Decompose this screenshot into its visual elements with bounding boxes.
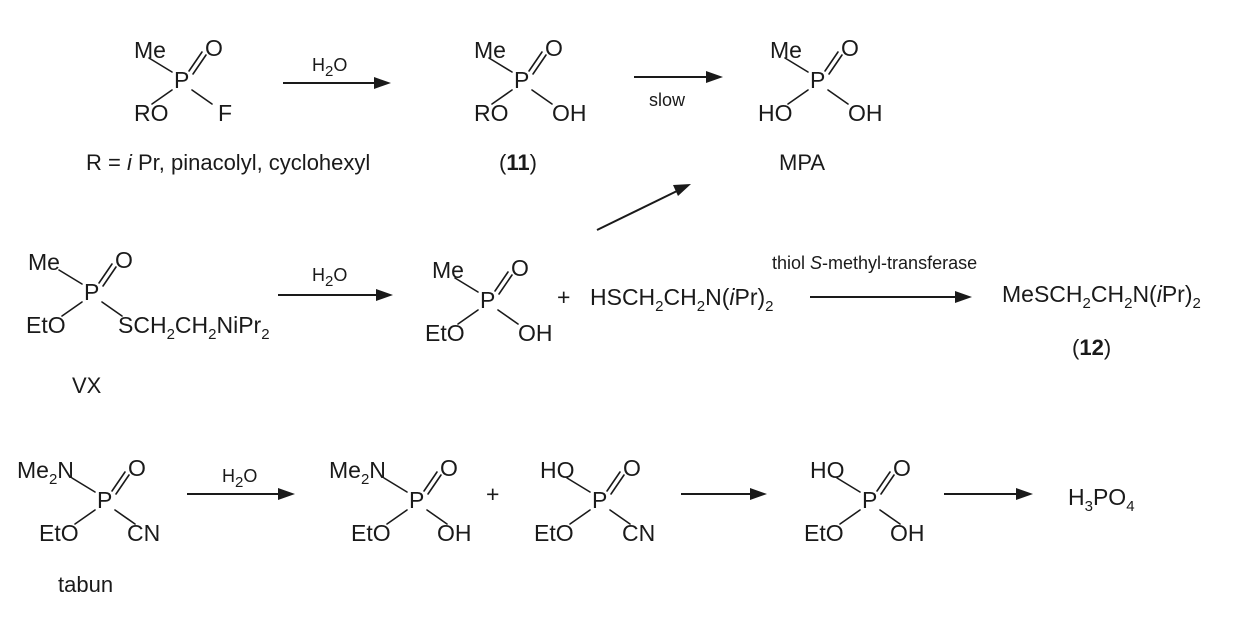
vx-structure: Me O EtO SCH2CH2NiPr2: [26, 247, 270, 343]
svg-text:O: O: [205, 35, 223, 61]
r-group-definition: R = i Pr, pinacolyl, cyclohexyl: [86, 150, 370, 175]
svg-text:O: O: [128, 455, 146, 481]
svg-text:RO: RO: [474, 100, 509, 126]
arrow-hydrolysis-2: [278, 289, 393, 301]
svg-text:Me: Me: [432, 257, 464, 283]
svg-text:O: O: [893, 455, 911, 481]
methylphosphonic-acid-mpa: Me O HO OH: [758, 35, 883, 126]
tabun-structure: Me2N O EtO CN: [17, 455, 160, 546]
svg-text:RO: RO: [134, 100, 169, 126]
svg-text:Me: Me: [474, 37, 506, 63]
arrow-to-mpa: [596, 184, 691, 231]
svg-text:O: O: [511, 255, 529, 281]
svg-text:CN: CN: [127, 520, 160, 546]
svg-text:CN: CN: [622, 520, 655, 546]
tabun-hydrolysis-product-amido: Me2N O EtO OH: [329, 455, 472, 546]
svg-text:OH: OH: [890, 520, 925, 546]
ethyl-phosphoric-acid: HO O EtO OH: [804, 455, 925, 546]
compound-11-label: (11): [499, 150, 537, 175]
thiol-product: HSCH2CH2N(iPr)2: [590, 284, 774, 315]
arrow-hydrolysis-1: [283, 77, 391, 89]
svg-text:HO: HO: [810, 457, 845, 483]
arrow-tabun-step-3: [944, 488, 1033, 500]
arrow-tabun-step-2: [681, 488, 767, 500]
svg-text:EtO: EtO: [26, 312, 66, 338]
svg-text:Me: Me: [28, 249, 60, 275]
svg-text:OH: OH: [437, 520, 472, 546]
svg-text:O: O: [440, 455, 458, 481]
svg-text:O: O: [623, 455, 641, 481]
svg-text:Me2N: Me2N: [17, 457, 74, 488]
svg-text:O: O: [545, 35, 563, 61]
compound-12-label: (12): [1072, 335, 1111, 360]
reagent-enzyme: thiol S-methyl-transferase: [772, 253, 977, 273]
reagent-slow: slow: [649, 90, 686, 110]
tabun-hydrolysis-product-cyano: HO O EtO CN: [534, 455, 655, 546]
reagent-water-1: H2O: [312, 55, 347, 80]
svg-text:EtO: EtO: [425, 320, 465, 346]
svg-text:EtO: EtO: [39, 520, 79, 546]
svg-text:EtO: EtO: [534, 520, 574, 546]
svg-text:HO: HO: [540, 457, 575, 483]
svg-text:EtO: EtO: [351, 520, 391, 546]
phosphoric-acid: H3PO4: [1068, 484, 1135, 515]
svg-text:Me: Me: [134, 37, 166, 63]
reagent-water-3: H2O: [222, 466, 257, 491]
svg-text:SCH2CH2NiPr2: SCH2CH2NiPr2: [118, 312, 270, 343]
mpa-label: MPA: [779, 150, 825, 175]
tabun-label: tabun: [58, 572, 113, 597]
compound-12-structure: MeSCH2CH2N(iPr)2: [1002, 281, 1201, 312]
svg-text:EtO: EtO: [804, 520, 844, 546]
svg-text:Me2N: Me2N: [329, 457, 386, 488]
reagent-water-2: H2O: [312, 265, 347, 290]
svg-text:O: O: [115, 247, 133, 273]
svg-text:OH: OH: [552, 100, 587, 126]
svg-text:OH: OH: [848, 100, 883, 126]
svg-text:OH: OH: [518, 320, 553, 346]
plus-sign-row2: +: [557, 284, 570, 310]
compound-11-alkyl-methylphosphonic-acid: Me O RO OH: [474, 35, 587, 126]
arrow-slow: [634, 71, 723, 83]
svg-text:Me: Me: [770, 37, 802, 63]
plus-sign-row3: +: [486, 481, 499, 507]
svg-text:HO: HO: [758, 100, 793, 126]
svg-text:O: O: [841, 35, 859, 61]
arrow-methylation: [810, 291, 972, 303]
ethyl-methylphosphonic-acid: Me O EtO OH: [425, 255, 553, 346]
vx-label: VX: [72, 373, 102, 398]
alkyl-methylphosphonofluoridate: Me O RO F: [134, 35, 232, 126]
svg-text:F: F: [218, 100, 232, 126]
arrow-hydrolysis-3: [187, 488, 295, 500]
